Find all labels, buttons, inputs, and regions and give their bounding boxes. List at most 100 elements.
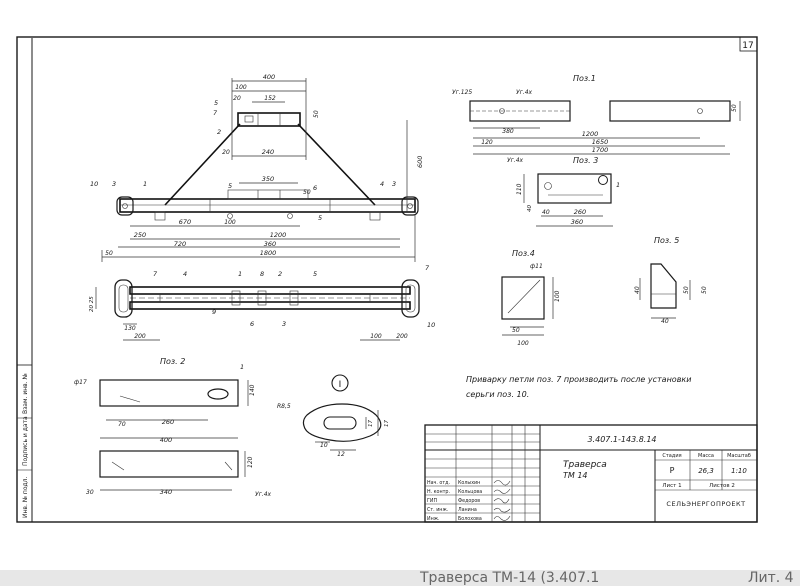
callout-8-a: 8 bbox=[260, 270, 264, 278]
poz4-dim-100b: 100 bbox=[554, 290, 561, 302]
sheet-label: Лист 1 bbox=[662, 483, 681, 489]
dim-main-350: 350 bbox=[262, 175, 274, 183]
poz2-dim-340: 340 bbox=[160, 488, 172, 496]
callout-6-a: 6 bbox=[313, 184, 317, 192]
poz4-dim-50: 50 bbox=[512, 327, 520, 334]
sheets-label: Листов 2 bbox=[709, 483, 735, 489]
side-stamp-3: Взам. инв. № bbox=[22, 373, 29, 414]
side-stamp-2: Подпись и дата bbox=[22, 416, 29, 466]
detail-dim-12: 12 bbox=[337, 451, 345, 458]
traverse-plan bbox=[95, 279, 420, 341]
poz2-dim-70: 70 bbox=[118, 421, 126, 428]
callout-2-a: 2 bbox=[217, 128, 221, 136]
drawing-title-2: ТМ 14 bbox=[563, 471, 588, 480]
detail-r85: R8,5 bbox=[277, 403, 291, 410]
poz1-title: Поз.1 bbox=[573, 74, 596, 83]
poz4-title: Поз.4 bbox=[512, 249, 535, 258]
poz2-dim-140: 140 bbox=[249, 384, 256, 396]
dim-plan-130: 130 bbox=[124, 325, 136, 332]
stamp-role-2: Н. контр. bbox=[427, 489, 450, 495]
poz5-title: Поз. 5 bbox=[654, 236, 679, 245]
poz2-label-ug4x: Уг.4x bbox=[255, 491, 272, 498]
callout-5-c: 5 bbox=[228, 182, 232, 190]
poz4-label-d11: ф11 bbox=[530, 263, 543, 270]
doc-code: 3.407.1-143.8.14 bbox=[587, 435, 656, 444]
note-line-2: серьги поз. 10. bbox=[466, 390, 529, 399]
stamp-role-1: Нач. отд. bbox=[427, 480, 450, 486]
poz4-drawing bbox=[501, 276, 554, 336]
poz2-callout: 1 bbox=[240, 363, 244, 371]
scale-value: 1:10 bbox=[731, 467, 747, 475]
dim-main-100: 100 bbox=[224, 219, 236, 226]
poz3-callout: 1 bbox=[616, 181, 620, 189]
poz2-dim-120: 120 bbox=[247, 456, 254, 468]
dim-main-1800: 1800 bbox=[260, 249, 277, 257]
next-page-strip: Траверса ТМ-14 (3.407.1 Лит. 4 bbox=[0, 570, 800, 586]
dim-plan-100: 100 bbox=[370, 333, 382, 340]
callout-5-b: 5 bbox=[318, 214, 322, 222]
dim-main-720: 720 bbox=[174, 240, 186, 248]
poz1-dim-1650: 1650 bbox=[592, 138, 609, 146]
poz5-dim-40: 40 bbox=[634, 286, 641, 294]
stamp-role-3: ГИП bbox=[427, 498, 438, 504]
detail-i-label: I bbox=[339, 380, 342, 390]
callout-10-b: 10 bbox=[427, 321, 435, 329]
dim-main-360: 360 bbox=[264, 240, 276, 248]
stamp-name-1: Колыхин bbox=[458, 480, 480, 486]
dim-top-152: 152 bbox=[264, 95, 276, 102]
poz3-label-ug4x: Уг.4x bbox=[507, 157, 524, 164]
stamp-name-4: Ланина bbox=[458, 507, 477, 513]
callout-5-a: 5 bbox=[214, 99, 218, 107]
next-page-title: Траверса ТМ-14 (3.407.1 bbox=[420, 570, 600, 586]
callout-3-b: 3 bbox=[392, 180, 396, 188]
poz3-title: Поз. 3 bbox=[573, 156, 598, 165]
poz3-dim-40: 40 bbox=[527, 205, 533, 212]
callout-9-a: 9 bbox=[212, 308, 216, 316]
org-name: СЕЛЬЭНЕРГОПРОЕКТ bbox=[666, 500, 745, 508]
poz2-dim-260: 260 bbox=[162, 418, 174, 426]
scale-header: Масштаб bbox=[727, 453, 751, 459]
poz1-dim-50: 50 bbox=[731, 104, 738, 112]
stamp-name-5: Болохова bbox=[458, 516, 482, 522]
dim-top-100: 100 bbox=[235, 84, 247, 91]
drawing-title-1: Траверса bbox=[563, 460, 607, 470]
dim-top-50: 50 bbox=[313, 110, 320, 118]
poz1-dim-120: 120 bbox=[481, 139, 493, 146]
callout-3-c: 3 bbox=[282, 320, 286, 328]
dim-main-50: 50 bbox=[105, 250, 113, 257]
detail-dim-17b: 17 bbox=[384, 420, 390, 427]
stage-value: Р bbox=[670, 466, 675, 475]
dim-main-1200: 1200 bbox=[270, 231, 287, 239]
dim-main-250: 250 bbox=[134, 231, 146, 239]
callout-4-a: 4 bbox=[380, 180, 384, 188]
poz2-dim-30: 30 bbox=[86, 489, 94, 496]
poz3-dim-360: 360 bbox=[571, 218, 583, 226]
poz4-dim-100: 100 bbox=[517, 340, 529, 347]
callout-7-a: 7 bbox=[213, 109, 218, 117]
stage-header: Стадия bbox=[662, 453, 681, 459]
poz2-title: Поз. 2 bbox=[160, 357, 185, 366]
callout-5-d: 5 bbox=[313, 270, 317, 278]
poz1-dim-1200: 1200 bbox=[582, 130, 599, 138]
stamp-role-5: Инж. bbox=[427, 516, 440, 522]
detail-dim-10: 10 bbox=[320, 442, 328, 449]
poz1-drawing bbox=[469, 100, 741, 155]
dim-top-20: 20 bbox=[233, 95, 241, 102]
side-stamp-1: Инв. № подл. bbox=[22, 477, 29, 518]
poz1-dim-380: 380 bbox=[502, 128, 514, 135]
callout-1-a: 1 bbox=[143, 180, 147, 188]
dim-plan-200: 200 bbox=[134, 333, 146, 340]
traverse-elevation bbox=[101, 78, 419, 262]
poz5-drawing bbox=[639, 263, 691, 319]
poz2-label-d17: ф17 bbox=[74, 379, 87, 386]
poz3-drawing bbox=[523, 173, 613, 227]
poz3-dim-260: 260 bbox=[574, 208, 586, 216]
poz3-dim-40b: 40 bbox=[542, 209, 550, 216]
poz5-dim-50: 50 bbox=[683, 286, 690, 294]
dim-main-50b: 50 bbox=[303, 189, 311, 196]
side-stamp: Инв. № подл. Подпись и дата Взам. инв. № bbox=[16, 364, 33, 523]
callout-4-b: 4 bbox=[183, 270, 187, 278]
poz5-dim-50b: 50 bbox=[701, 286, 708, 294]
callout-7-b: 7 bbox=[153, 270, 158, 278]
